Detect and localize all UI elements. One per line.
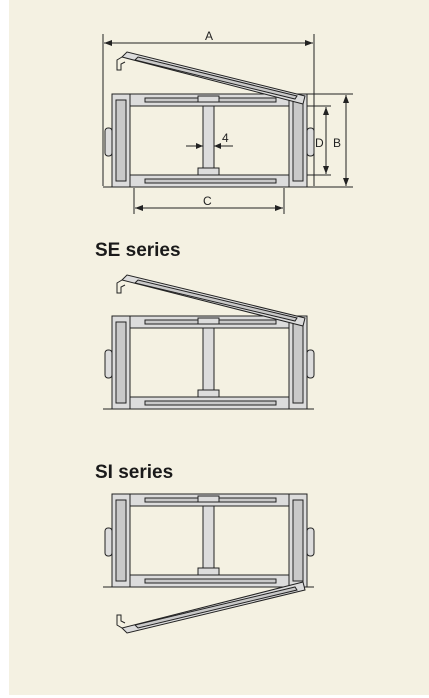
se-series-drawing — [103, 274, 315, 410]
chain-link-se — [103, 274, 315, 410]
dimension-d-label: D — [315, 136, 324, 150]
dimension-c-label: C — [203, 194, 212, 208]
si-series-drawing — [103, 493, 315, 634]
chain-link-se-dimensioned — [103, 51, 315, 188]
dimensioned-chain-drawing: A B D C 4 — [102, 29, 353, 214]
dimension-b-label: B — [333, 136, 341, 150]
chain-link-si — [103, 493, 315, 634]
dimension-a-label: A — [205, 29, 213, 43]
figure-panel: A B D C 4 — [9, 0, 429, 695]
se-series-title: SE series — [95, 240, 181, 261]
dimension-4-label: 4 — [222, 131, 229, 145]
si-series-title: SI series — [95, 462, 174, 483]
